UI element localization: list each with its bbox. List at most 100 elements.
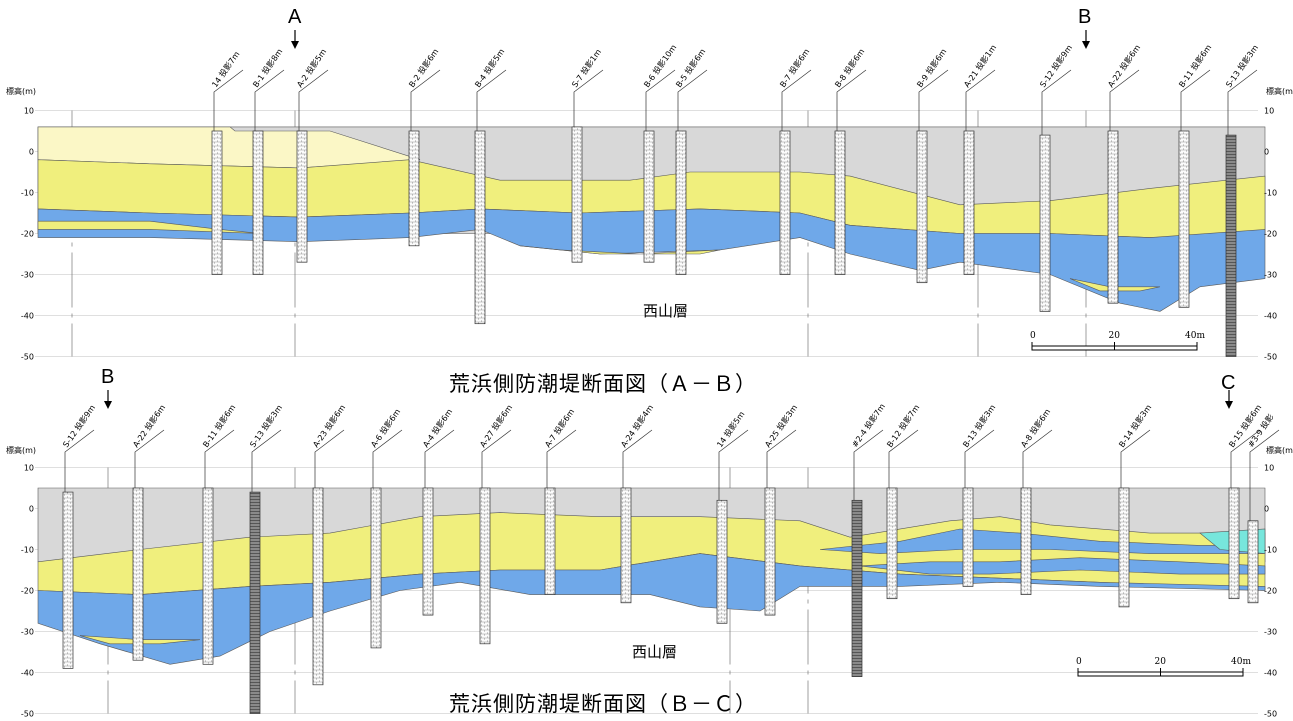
section-marker-arrowhead (104, 401, 112, 409)
elevation-tick-label-left: -30 (21, 271, 34, 280)
borehole-label: B-13 投影3m (960, 402, 997, 449)
borehole-log (779, 130, 791, 275)
borehole-leader (1249, 429, 1280, 521)
borehole-leader (410, 69, 441, 131)
elevation-tick-label-right: -50 (1264, 353, 1277, 362)
elevation-tick-label-right: -10 (1264, 546, 1277, 555)
borehole-leader (476, 69, 507, 131)
borehole-label: S-12 投影9m (1037, 43, 1074, 90)
borehole-label: S-13 投影3m (247, 403, 284, 450)
borehole-leader (573, 69, 604, 127)
borehole-log (1247, 520, 1259, 604)
borehole-label: S-13 投影3m (1223, 43, 1260, 90)
borehole-label: A-27 投影6m (477, 402, 514, 449)
borehole-leader (298, 69, 329, 131)
borehole-leader (372, 429, 403, 488)
borehole-leader (204, 429, 235, 488)
formation-label: 西山層 (643, 302, 688, 320)
section-ab-title: 荒浜側防潮堤断面図（Ａ－Ｂ） (449, 372, 757, 396)
borehole-log (1039, 134, 1051, 312)
elevation-tick-label-right: 0 (1264, 505, 1269, 514)
borehole-leader (836, 69, 867, 131)
elevation-unit-label-right: 標高(m) (1266, 445, 1293, 455)
borehole-log (1020, 487, 1032, 595)
borehole-leader (964, 429, 995, 488)
borehole-log (764, 487, 776, 616)
borehole-log (851, 499, 863, 677)
elevation-tick-label-right: -20 (1264, 587, 1277, 596)
borehole-log (249, 491, 261, 714)
section-ab-start-marker: A (288, 6, 302, 28)
borehole-log (474, 130, 486, 325)
borehole-leader (645, 69, 676, 131)
borehole-leader (314, 429, 345, 488)
upper-clay-band (859, 557, 1266, 575)
elevation-unit-label-left: 標高(m) (6, 86, 36, 96)
elevation-tick-label-left: -40 (21, 669, 34, 678)
section-marker-arrowhead (1082, 41, 1090, 49)
borehole-leader (64, 429, 95, 493)
borehole-label: B-14 投影3m (1116, 402, 1153, 449)
borehole-log (643, 130, 655, 263)
elevation-tick-label-left: -50 (21, 710, 34, 718)
borehole-label: A-21 投影1m (961, 42, 998, 89)
section-bc-title: 荒浜側防潮堤断面図（Ｂ－Ｃ） (449, 692, 757, 716)
borehole-log (916, 130, 928, 284)
borehole-log (62, 491, 74, 669)
borehole-leader (1120, 429, 1151, 488)
elevation-tick-label-left: -40 (21, 312, 34, 321)
borehole-leader (546, 429, 577, 488)
elevation-tick-label-left: -30 (21, 628, 34, 637)
scale-bar-label: 40m (1231, 657, 1251, 667)
borehole-leader (918, 69, 949, 131)
elevation-tick-label-left: -20 (21, 587, 34, 596)
borehole-log (716, 499, 728, 624)
borehole-leader (888, 429, 919, 488)
borehole-leader (766, 429, 797, 488)
scale-bar-label: 20 (1155, 657, 1167, 667)
borehole-log (834, 130, 846, 275)
section-ab-end-marker: B (1078, 6, 1092, 28)
elevation-tick-label-left: -10 (21, 546, 34, 555)
borehole-leader (1041, 69, 1072, 136)
borehole-label: B-12 投影7m (884, 402, 921, 449)
borehole-log (211, 130, 223, 275)
borehole-label: A-25 投影3m (762, 402, 799, 449)
borehole-log (1118, 487, 1130, 608)
borehole-label: #2-4 投影7m (849, 401, 887, 449)
borehole-log (544, 487, 556, 595)
elevation-tick-label-right: 10 (1264, 464, 1274, 473)
borehole-log (479, 487, 491, 645)
borehole-log (1225, 134, 1237, 357)
section-marker-arrowhead (291, 41, 299, 49)
borehole-leader (1109, 69, 1140, 131)
borehole-log (1107, 130, 1119, 304)
scale-bar-label: 0 (1076, 657, 1082, 667)
elevation-tick-label-left: 10 (24, 464, 34, 473)
elevation-tick-label-right: -20 (1264, 230, 1277, 239)
borehole-label: B-11 投影6m (200, 402, 237, 449)
lower-sand-lens (519, 245, 721, 255)
borehole-log (962, 487, 974, 587)
elevation-unit-label-right: 標高(m) (1266, 86, 1293, 96)
borehole-leader (213, 69, 244, 131)
elevation-tick-label-right: -10 (1264, 189, 1277, 198)
lower-sand-lens (1069, 278, 1161, 292)
lower-sand-lens (79, 635, 201, 645)
borehole-label: B-6 投影10m (641, 42, 678, 89)
borehole-leader (251, 429, 282, 493)
borehole-log (1178, 130, 1190, 308)
elevation-tick-label-left: -10 (21, 189, 34, 198)
borehole-log (422, 487, 434, 616)
elevation-tick-label-left: 0 (29, 505, 34, 514)
borehole-leader (481, 429, 512, 488)
scale-bar-label: 20 (1109, 331, 1121, 341)
elevation-tick-label-right: -40 (1264, 312, 1277, 321)
elevation-tick-label-right: -30 (1264, 271, 1277, 280)
borehole-label: A-22 投影6m (1105, 42, 1142, 89)
clay-layer (37, 553, 1266, 665)
scale-bar-label: 0 (1030, 331, 1036, 341)
elevation-tick-label-right: -50 (1264, 710, 1277, 718)
